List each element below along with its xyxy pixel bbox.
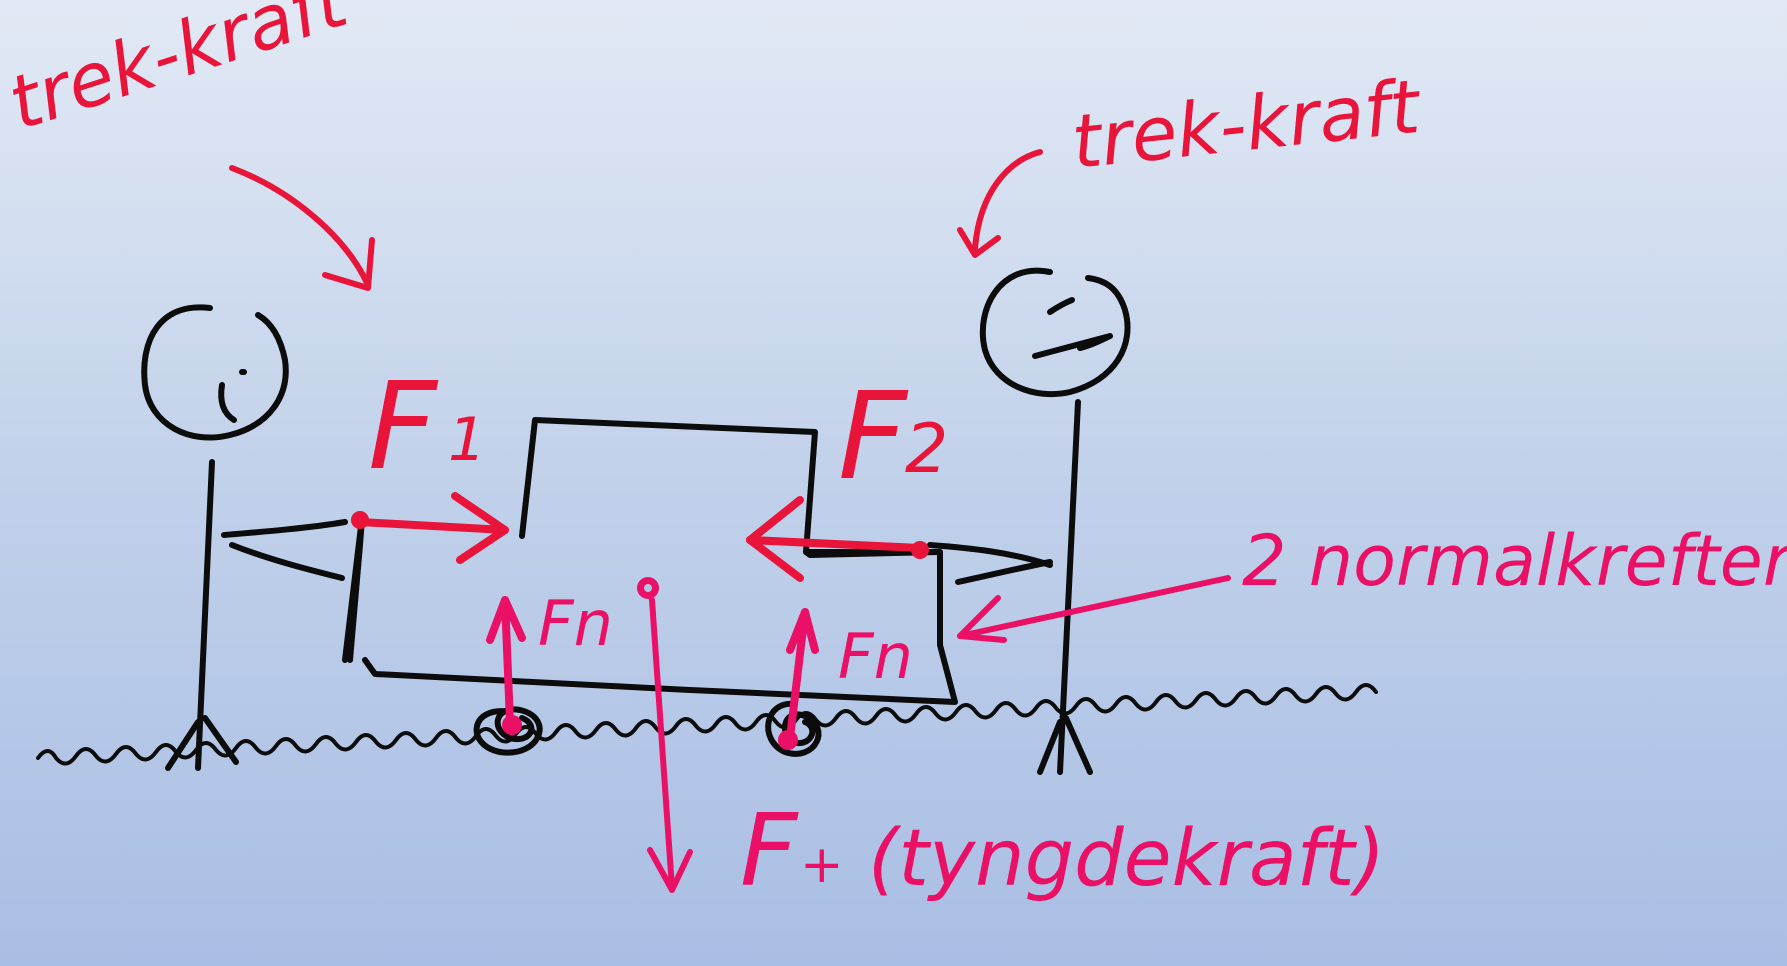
gravity-label: F + (tyngdekraft) (740, 792, 1385, 909)
normal-force-right-head (786, 608, 819, 654)
force-f2-arrow (746, 496, 929, 582)
force-f2-subscript: 2 (905, 410, 948, 489)
cart-wheel-right (765, 700, 822, 757)
cart-left-end (342, 515, 365, 663)
left-person-leg-left (165, 719, 201, 771)
normal-force-left-head (486, 596, 526, 644)
cart-wheel-left (473, 706, 543, 756)
right-person-arm-lower (955, 559, 1053, 585)
traction-right-pointer (972, 149, 1043, 251)
right-person-mouth (1032, 333, 1113, 359)
gravity-shaft (649, 597, 675, 891)
force-f1-arrow (351, 492, 509, 564)
gravity-head (647, 847, 693, 893)
force-f2-head (746, 496, 804, 582)
force-f1-head (451, 492, 509, 564)
left-person-body (195, 459, 215, 771)
force-f2-letter: F (838, 368, 909, 507)
force-f2-shaft (746, 536, 924, 552)
normal-force-left-shaft (501, 596, 514, 726)
ground-line (36, 683, 1378, 766)
normal-force-left-label: Fn (538, 587, 613, 660)
traction-left-label: trek-kraft (0, 0, 360, 147)
cart-notch (803, 549, 943, 558)
normal-force-right-shaft (786, 608, 809, 742)
left-person-head (141, 304, 289, 441)
left-person-arm-upper (221, 519, 348, 538)
traction-right-label: trek-kraft (1068, 64, 1426, 186)
force-f1-letter: F (368, 358, 439, 497)
right-person-head (979, 267, 1131, 398)
right-person-eye (1047, 297, 1075, 315)
gravity-arrow (637, 577, 693, 893)
left-person-mouth (218, 382, 237, 423)
right-person-leg-left (1037, 719, 1063, 775)
force-f2-label: F 2 (838, 368, 948, 507)
gravity-letter: F (740, 792, 799, 909)
normal-forces-label: 2 normalkrefter (1242, 520, 1787, 602)
right-person (927, 267, 1131, 775)
normal-forces-pointer-head (957, 595, 1007, 643)
force-f1-subscript: 1 (448, 405, 486, 475)
force-f1-shaft (356, 518, 509, 534)
normal-force-left-arrow (486, 596, 526, 735)
gravity-subscript: + (800, 835, 844, 895)
left-person (141, 304, 348, 771)
normal-force-right-arrow (778, 608, 819, 750)
left-person-arm-lower (229, 542, 345, 581)
right-person-arm-upper (927, 542, 1053, 568)
force-f1-label: F 1 (368, 358, 486, 497)
traction-right-pointer-head (957, 227, 1001, 258)
right-person-leg-right (1063, 715, 1093, 775)
left-person-leg-right (202, 715, 239, 765)
gravity-description: (tyngdekraft) (868, 814, 1385, 904)
right-person-body (1057, 399, 1081, 775)
normal-forces-pointer (957, 575, 1231, 639)
traction-left-pointer-head (322, 237, 375, 291)
traction-left-pointer (229, 165, 371, 288)
gravity-center-dot-hole (644, 584, 652, 592)
normal-force-right-label: Fn (838, 620, 913, 693)
